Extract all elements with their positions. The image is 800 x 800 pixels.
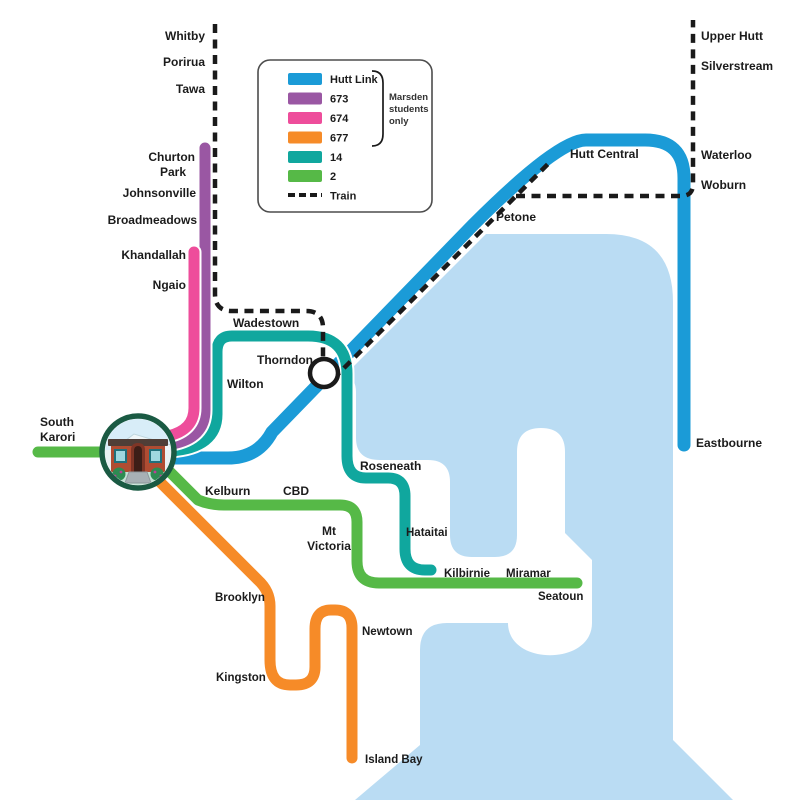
station-label-woburn: Woburn [701, 178, 746, 192]
school-steps [124, 471, 152, 484]
legend-swatch-677 [288, 131, 322, 144]
station-label-mt-victoria-1: Mt [322, 524, 336, 538]
station-label-seatoun: Seatoun [538, 591, 583, 603]
train-line-melling [331, 159, 553, 381]
legend-label-14: 14 [330, 152, 343, 164]
legend-label-673: 673 [330, 94, 348, 106]
legend-note-line-1: Marsden [389, 92, 428, 103]
station-label-newtown: Newtown [362, 626, 412, 638]
school-flower [119, 470, 123, 474]
legend-bracket [371, 70, 384, 147]
legend-label-677: 677 [330, 133, 348, 145]
legend-label-hutt-link: Hutt Link [330, 74, 379, 86]
station-label-khandallah: Khandallah [121, 248, 186, 262]
school-door [134, 446, 142, 472]
school-icon [99, 413, 177, 491]
station-label-cbd: CBD [283, 484, 309, 498]
legend-note-line-3: only [389, 116, 409, 127]
station-label-kingston: Kingston [216, 672, 266, 684]
legend-label-train: Train [330, 191, 357, 203]
station-label-mt-victoria-2: Victoria [307, 539, 351, 553]
school-flower [153, 470, 157, 474]
station-label-wadestown: Wadestown [233, 316, 299, 330]
school-wing-left [105, 450, 113, 472]
station-label-upper-hutt: Upper Hutt [701, 29, 763, 43]
station-labels: Whitby Porirua Tawa Churton Park Johnson… [40, 29, 773, 766]
harbour-water-shape [347, 234, 733, 800]
station-label-silverstream: Silverstream [701, 59, 773, 73]
legend-swatch-hutt-link [288, 73, 322, 85]
train-line-johnsonville [212, 24, 326, 358]
legend-label-2: 2 [330, 171, 336, 183]
school-window-right [149, 449, 162, 463]
station-label-kilbirnie: Kilbirnie [444, 568, 490, 580]
station-label-churton-park-2: Park [160, 165, 186, 179]
route-677-line [140, 462, 358, 764]
legend-swatch-673 [288, 92, 322, 105]
route-14-line [164, 330, 437, 576]
legend-swatch-2 [288, 170, 322, 182]
legend-label-674: 674 [330, 113, 349, 125]
station-label-tawa: Tawa [176, 82, 205, 96]
school-roofband [108, 439, 168, 446]
route-hutt-link-line [129, 133, 691, 465]
station-label-ngaio: Ngaio [153, 278, 186, 292]
train-line-hutt-valley [516, 20, 696, 199]
legend: Hutt Link 673 674 677 14 2 Train Marsden… [257, 59, 433, 213]
route-674-line [162, 246, 200, 442]
station-label-thorndon: Thorndon [257, 353, 313, 367]
legend-note-line-2: students [389, 104, 429, 115]
station-label-eastbourne: Eastbourne [696, 436, 762, 450]
route-673-line [166, 142, 211, 450]
station-label-south-karori-2: Karori [40, 430, 75, 444]
station-label-miramar: Miramar [506, 568, 551, 580]
station-label-johnsonville: Johnsonville [123, 186, 197, 200]
station-label-south-karori-1: South [40, 415, 74, 429]
legend-swatch-674 [288, 112, 322, 124]
station-label-hataitai: Hataitai [406, 527, 448, 539]
legend-swatch-14 [288, 151, 322, 163]
station-label-island-bay: Island Bay [365, 754, 423, 766]
junction-interchange-circle [307, 356, 341, 390]
station-label-wilton: Wilton [227, 377, 264, 391]
station-label-churton-park-1: Churton [148, 150, 195, 164]
station-label-waterloo: Waterloo [701, 148, 752, 162]
station-label-petone: Petone [496, 210, 536, 224]
station-label-hutt-central: Hutt Central [570, 147, 639, 161]
school-wing-right [163, 450, 171, 472]
station-label-broadmeadows: Broadmeadows [108, 213, 198, 227]
school-window-left [114, 449, 127, 463]
station-label-kelburn: Kelburn [205, 484, 250, 498]
station-label-brooklyn: Brooklyn [215, 592, 265, 604]
station-label-roseneath: Roseneath [360, 459, 421, 473]
station-label-whitby: Whitby [165, 29, 205, 43]
station-label-porirua: Porirua [163, 55, 205, 69]
